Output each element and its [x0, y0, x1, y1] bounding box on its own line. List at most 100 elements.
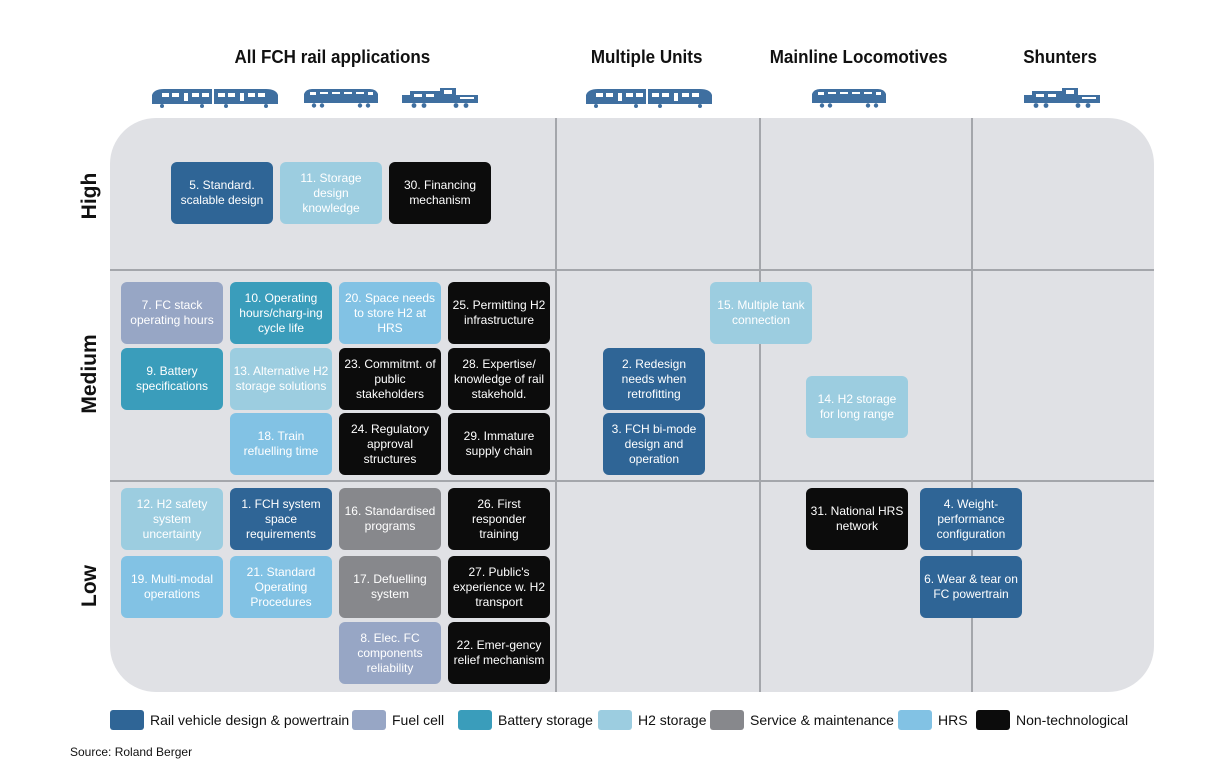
- challenge-box-13: 13. Alternative H2 storage solutions: [230, 348, 332, 410]
- legend-item: Non-technological: [976, 710, 1128, 730]
- legend-item: Service & maintenance: [710, 710, 894, 730]
- challenge-box-5: 5. Standard. scalable design: [171, 162, 273, 224]
- challenge-label: 8. Elec. FC components reliability: [357, 630, 423, 675]
- legend-item: Battery storage: [458, 710, 593, 730]
- legend-label: Battery storage: [498, 712, 593, 728]
- legend-label: Fuel cell: [392, 712, 445, 728]
- challenge-box-3: 3. FCH bi-mode design and operation: [603, 413, 705, 475]
- challenge-label: 29. Immature supply chain: [463, 429, 535, 458]
- legend-label: H2 storage: [638, 712, 707, 728]
- challenge-box-6: 6. Wear & tear on FC powertrain: [920, 556, 1022, 618]
- challenge-box-19: 19. Multi-modal operations: [121, 556, 223, 618]
- legend-label: Non-technological: [1016, 712, 1129, 728]
- grid-line: [971, 118, 973, 692]
- challenge-label: 3. FCH bi-mode design and operation: [611, 421, 697, 466]
- challenge-box-28: 28. Expertise/ knowledge of rail stakeho…: [448, 348, 550, 410]
- challenge-box-23: 23. Commitmt. of public stakeholders: [339, 348, 441, 410]
- challenge-box-25: 25. Permitting H2 infrastructure: [448, 282, 550, 344]
- challenge-label: 27. Public's experience w. H2 transport: [452, 564, 546, 609]
- challenge-label: 21. Standard Operating Procedures: [246, 564, 316, 609]
- legend-swatch: [352, 710, 386, 730]
- mainline-locomotive-icon: [304, 89, 378, 108]
- challenge-label: 17. Defuelling system: [353, 572, 427, 601]
- challenge-label: 19. Multi-modal operations: [130, 572, 214, 601]
- column-header-all-fch: All FCH rail applications: [234, 46, 431, 67]
- legend-label: Service & maintenance: [750, 712, 894, 728]
- challenge-label: 7. FC stack operating hours: [130, 298, 214, 327]
- challenge-box-2: 2. Redesign needs when retrofitting: [603, 348, 705, 410]
- challenge-box-1: 1. FCH system space requirements: [230, 488, 332, 550]
- source-note: Source: Roland Berger: [70, 745, 193, 759]
- challenge-label: 16. Standardised programs: [344, 504, 436, 533]
- challenge-box-16: 16. Standardised programs: [339, 488, 441, 550]
- challenge-box-27: 27. Public's experience w. H2 transport: [448, 556, 550, 618]
- challenge-label: 20. Space needs to store H2 at HRS: [344, 290, 436, 335]
- challenge-label: 23. Commitmt. of public stakeholders: [344, 356, 436, 401]
- challenge-label: 11. Storage design knowledge: [300, 170, 362, 215]
- legend-swatch: [710, 710, 744, 730]
- grid-line: [555, 118, 557, 692]
- multiple-unit-train-icon: [586, 89, 712, 108]
- challenge-box-8: 8. Elec. FC components reliability: [339, 622, 441, 684]
- challenge-label: 1. FCH system space requirements: [241, 496, 321, 541]
- challenge-label: 18. Train refuelling time: [243, 429, 319, 458]
- challenge-label: 28. Expertise/ knowledge of rail stakeho…: [453, 356, 545, 401]
- challenge-label: 13. Alternative H2 storage solutions: [233, 364, 329, 393]
- challenge-label: 14. H2 storage for long range: [817, 392, 897, 421]
- challenge-box-21: 21. Standard Operating Procedures: [230, 556, 332, 618]
- legend-swatch: [976, 710, 1010, 730]
- challenge-box-11: 11. Storage design knowledge: [280, 162, 382, 224]
- challenge-label: 6. Wear & tear on FC powertrain: [924, 572, 1018, 601]
- row-label-medium: Medium: [78, 334, 101, 414]
- challenge-box-22: 22. Emer-gency relief mechanism: [448, 622, 550, 684]
- challenge-box-20: 20. Space needs to store H2 at HRS: [339, 282, 441, 344]
- challenge-box-31: 31. National HRS network: [806, 488, 908, 550]
- challenge-label: 10. Operating hours/charg-ing cycle life: [239, 290, 323, 335]
- shunter-locomotive-icon: [1024, 88, 1100, 108]
- multiple-unit-train-icon: [152, 89, 278, 108]
- column-header-shunters: Shunters: [1023, 46, 1097, 67]
- challenge-label: 22. Emer-gency relief mechanism: [453, 638, 545, 667]
- challenge-box-12: 12. H2 safety system uncertainty: [121, 488, 223, 550]
- legend-swatch: [458, 710, 492, 730]
- shunter-locomotive-icon: [402, 88, 478, 108]
- row-label-high: High: [78, 172, 101, 220]
- legend-label: Rail vehicle design & powertrain: [150, 712, 350, 728]
- challenge-box-14: 14. H2 storage for long range: [806, 376, 908, 438]
- mainline-locomotive-icon: [812, 89, 886, 108]
- grid-line: [759, 118, 761, 692]
- legend-item: Fuel cell: [352, 710, 444, 730]
- challenge-label: 12. H2 safety system uncertainty: [136, 496, 208, 541]
- legend-item: H2 storage: [598, 710, 706, 730]
- challenge-label: 30. Financing mechanism: [403, 178, 477, 207]
- legend-swatch: [598, 710, 632, 730]
- challenge-box-29: 29. Immature supply chain: [448, 413, 550, 475]
- challenge-label: 26. First responder training: [471, 496, 527, 541]
- challenge-label: 24. Regulatory approval structures: [350, 421, 430, 466]
- challenge-box-15: 15. Multiple tank connection: [710, 282, 812, 344]
- challenge-box-7: 7. FC stack operating hours: [121, 282, 223, 344]
- challenge-box-30: 30. Financing mechanism: [389, 162, 491, 224]
- challenge-box-18: 18. Train refuelling time: [230, 413, 332, 475]
- column-header-mainline-locomotives: Mainline Locomotives: [769, 46, 948, 67]
- challenge-box-10: 10. Operating hours/charg-ing cycle life: [230, 282, 332, 344]
- challenge-box-9: 9. Battery specifications: [121, 348, 223, 410]
- challenge-label: 25. Permitting H2 infrastructure: [452, 298, 546, 327]
- challenge-box-24: 24. Regulatory approval structures: [339, 413, 441, 475]
- grid-line: [110, 480, 1154, 482]
- challenge-label: 4. Weight-performance configuration: [936, 496, 1006, 541]
- challenge-box-17: 17. Defuelling system: [339, 556, 441, 618]
- challenge-label: 2. Redesign needs when retrofitting: [621, 356, 687, 401]
- challenge-box-4: 4. Weight-performance configuration: [920, 488, 1022, 550]
- legend-swatch: [898, 710, 932, 730]
- row-label-low: Low: [78, 565, 101, 607]
- legend-item: HRS: [898, 710, 968, 730]
- legend-label: HRS: [938, 712, 968, 728]
- legend-item: Rail vehicle design & powertrain: [110, 710, 349, 730]
- grid-line: [110, 269, 1154, 271]
- challenge-label: 15. Multiple tank connection: [717, 298, 805, 327]
- legend-swatch: [110, 710, 144, 730]
- challenge-label: 31. National HRS network: [810, 504, 904, 533]
- challenge-label: 9. Battery specifications: [135, 364, 209, 393]
- challenge-label: 5. Standard. scalable design: [180, 178, 264, 207]
